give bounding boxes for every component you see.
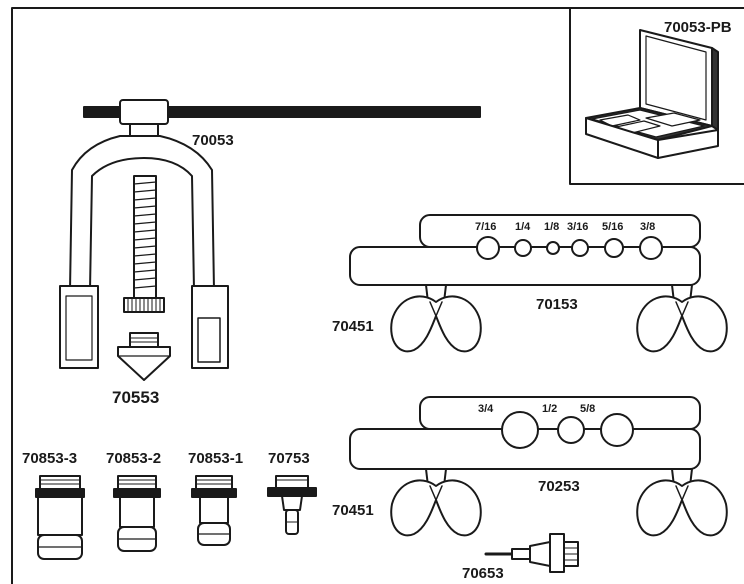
wing-nut-lower-right bbox=[636, 468, 728, 537]
hole-size-label: 7/16 bbox=[475, 221, 497, 233]
adapter-70753 bbox=[267, 475, 317, 535]
small-tool-illustration bbox=[484, 533, 579, 573]
adapter-label: 70853-1 bbox=[188, 450, 244, 467]
puller-part-number: 70053 bbox=[192, 132, 234, 149]
upper-clamp-part-number: 70451 bbox=[332, 318, 374, 335]
flaring-cone bbox=[117, 332, 171, 381]
outer-border bbox=[11, 7, 744, 584]
hole-size-label: 3/16 bbox=[567, 221, 589, 233]
hole-3-16 bbox=[571, 239, 589, 257]
carrying-case-illustration bbox=[585, 29, 719, 159]
flaring-bar-upper-illustration bbox=[349, 214, 728, 353]
adapter-70853-1 bbox=[191, 475, 237, 546]
adapter-label: 70853-2 bbox=[106, 450, 162, 467]
hole-3-8 bbox=[639, 236, 663, 260]
wing-nut-upper-right bbox=[636, 284, 728, 353]
upper-bar-part-number: 70153 bbox=[536, 296, 578, 313]
lower-clamp-part-number: 70451 bbox=[332, 502, 374, 519]
hole-3-4 bbox=[501, 411, 539, 449]
hole-size-label: 1/8 bbox=[544, 221, 560, 233]
small-tool-part-number: 70653 bbox=[462, 565, 504, 582]
puller-handle-bar bbox=[83, 106, 481, 118]
adapter-label: 70853-3 bbox=[22, 450, 78, 467]
puller-frame bbox=[69, 135, 215, 291]
hole-5-8 bbox=[600, 413, 634, 447]
cone-part-number: 70553 bbox=[112, 388, 160, 407]
hole-5-16 bbox=[604, 238, 624, 258]
hole-size-label: 5/8 bbox=[580, 403, 596, 415]
hole-size-label: 3/8 bbox=[640, 221, 656, 233]
hole-size-label: 1/2 bbox=[542, 403, 558, 415]
adapter-70853-2 bbox=[113, 475, 161, 552]
hole-1-4 bbox=[514, 239, 532, 257]
case-inset bbox=[569, 7, 744, 185]
wing-nut-upper-left bbox=[390, 284, 482, 353]
hole-size-label: 5/16 bbox=[602, 221, 624, 233]
hole-7-16 bbox=[476, 236, 500, 260]
adapter-label: 70753 bbox=[268, 450, 310, 467]
hole-size-label: 1/4 bbox=[515, 221, 531, 233]
flaring-bar-lower-illustration bbox=[349, 396, 728, 537]
hole-size-label: 3/4 bbox=[478, 403, 494, 415]
hole-1-8 bbox=[546, 241, 560, 255]
puller-jaw-left bbox=[59, 285, 99, 369]
lower-bar-part-number: 70253 bbox=[538, 478, 580, 495]
puller-bar-block bbox=[119, 99, 169, 125]
puller-tool bbox=[59, 99, 481, 369]
adapter-70853-3 bbox=[35, 475, 85, 560]
wing-nut-lower-left bbox=[390, 468, 482, 537]
hole-1-2 bbox=[557, 416, 585, 444]
case-part-number: 70053-PB bbox=[664, 19, 732, 36]
